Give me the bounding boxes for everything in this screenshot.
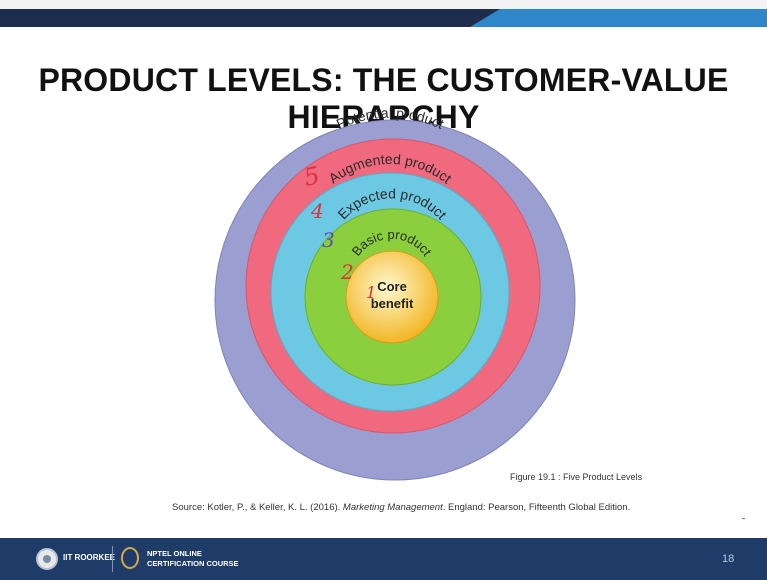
annotation-3: 3 <box>322 228 335 252</box>
label-core-line2: benefit <box>371 296 414 311</box>
annotation-5: 5 <box>301 161 322 192</box>
nptel-logo-icon <box>121 547 139 569</box>
source-prefix: Source: Kotler, P., & Keller, K. L. (201… <box>172 502 343 513</box>
product-levels-diagram: Potential product Augmented product Expe… <box>214 105 576 481</box>
top-bar-light <box>470 9 767 27</box>
iit-logo-icon <box>36 548 58 570</box>
annotation-1: 1 <box>366 283 376 302</box>
small-mark <box>742 518 745 519</box>
source-title: Marketing Management <box>342 502 443 513</box>
course-line2: CERTIFICATION COURSE <box>147 559 239 568</box>
course-name: NPTEL ONLINE CERTIFICATION COURSE <box>147 549 239 569</box>
top-bar-dark <box>0 9 500 27</box>
circle-core-benefit <box>345 250 439 344</box>
footer-bar <box>0 538 767 580</box>
figure-caption: Figure 19.1 : Five Product Levels <box>510 472 643 482</box>
annotation-4: 4 <box>310 199 324 223</box>
footer-divider <box>112 546 113 572</box>
source-citation: Source: Kotler, P., & Keller, K. L. (201… <box>172 502 630 513</box>
label-core-line1: Core <box>377 279 407 294</box>
page-number: 18 <box>722 553 735 565</box>
course-line1: NPTEL ONLINE <box>147 549 202 558</box>
annotation-2: 2 <box>340 260 354 284</box>
source-suffix: . England: Pearson, Fifteenth Global Edi… <box>442 502 631 513</box>
institute-name: IIT ROORKEE <box>63 553 116 562</box>
